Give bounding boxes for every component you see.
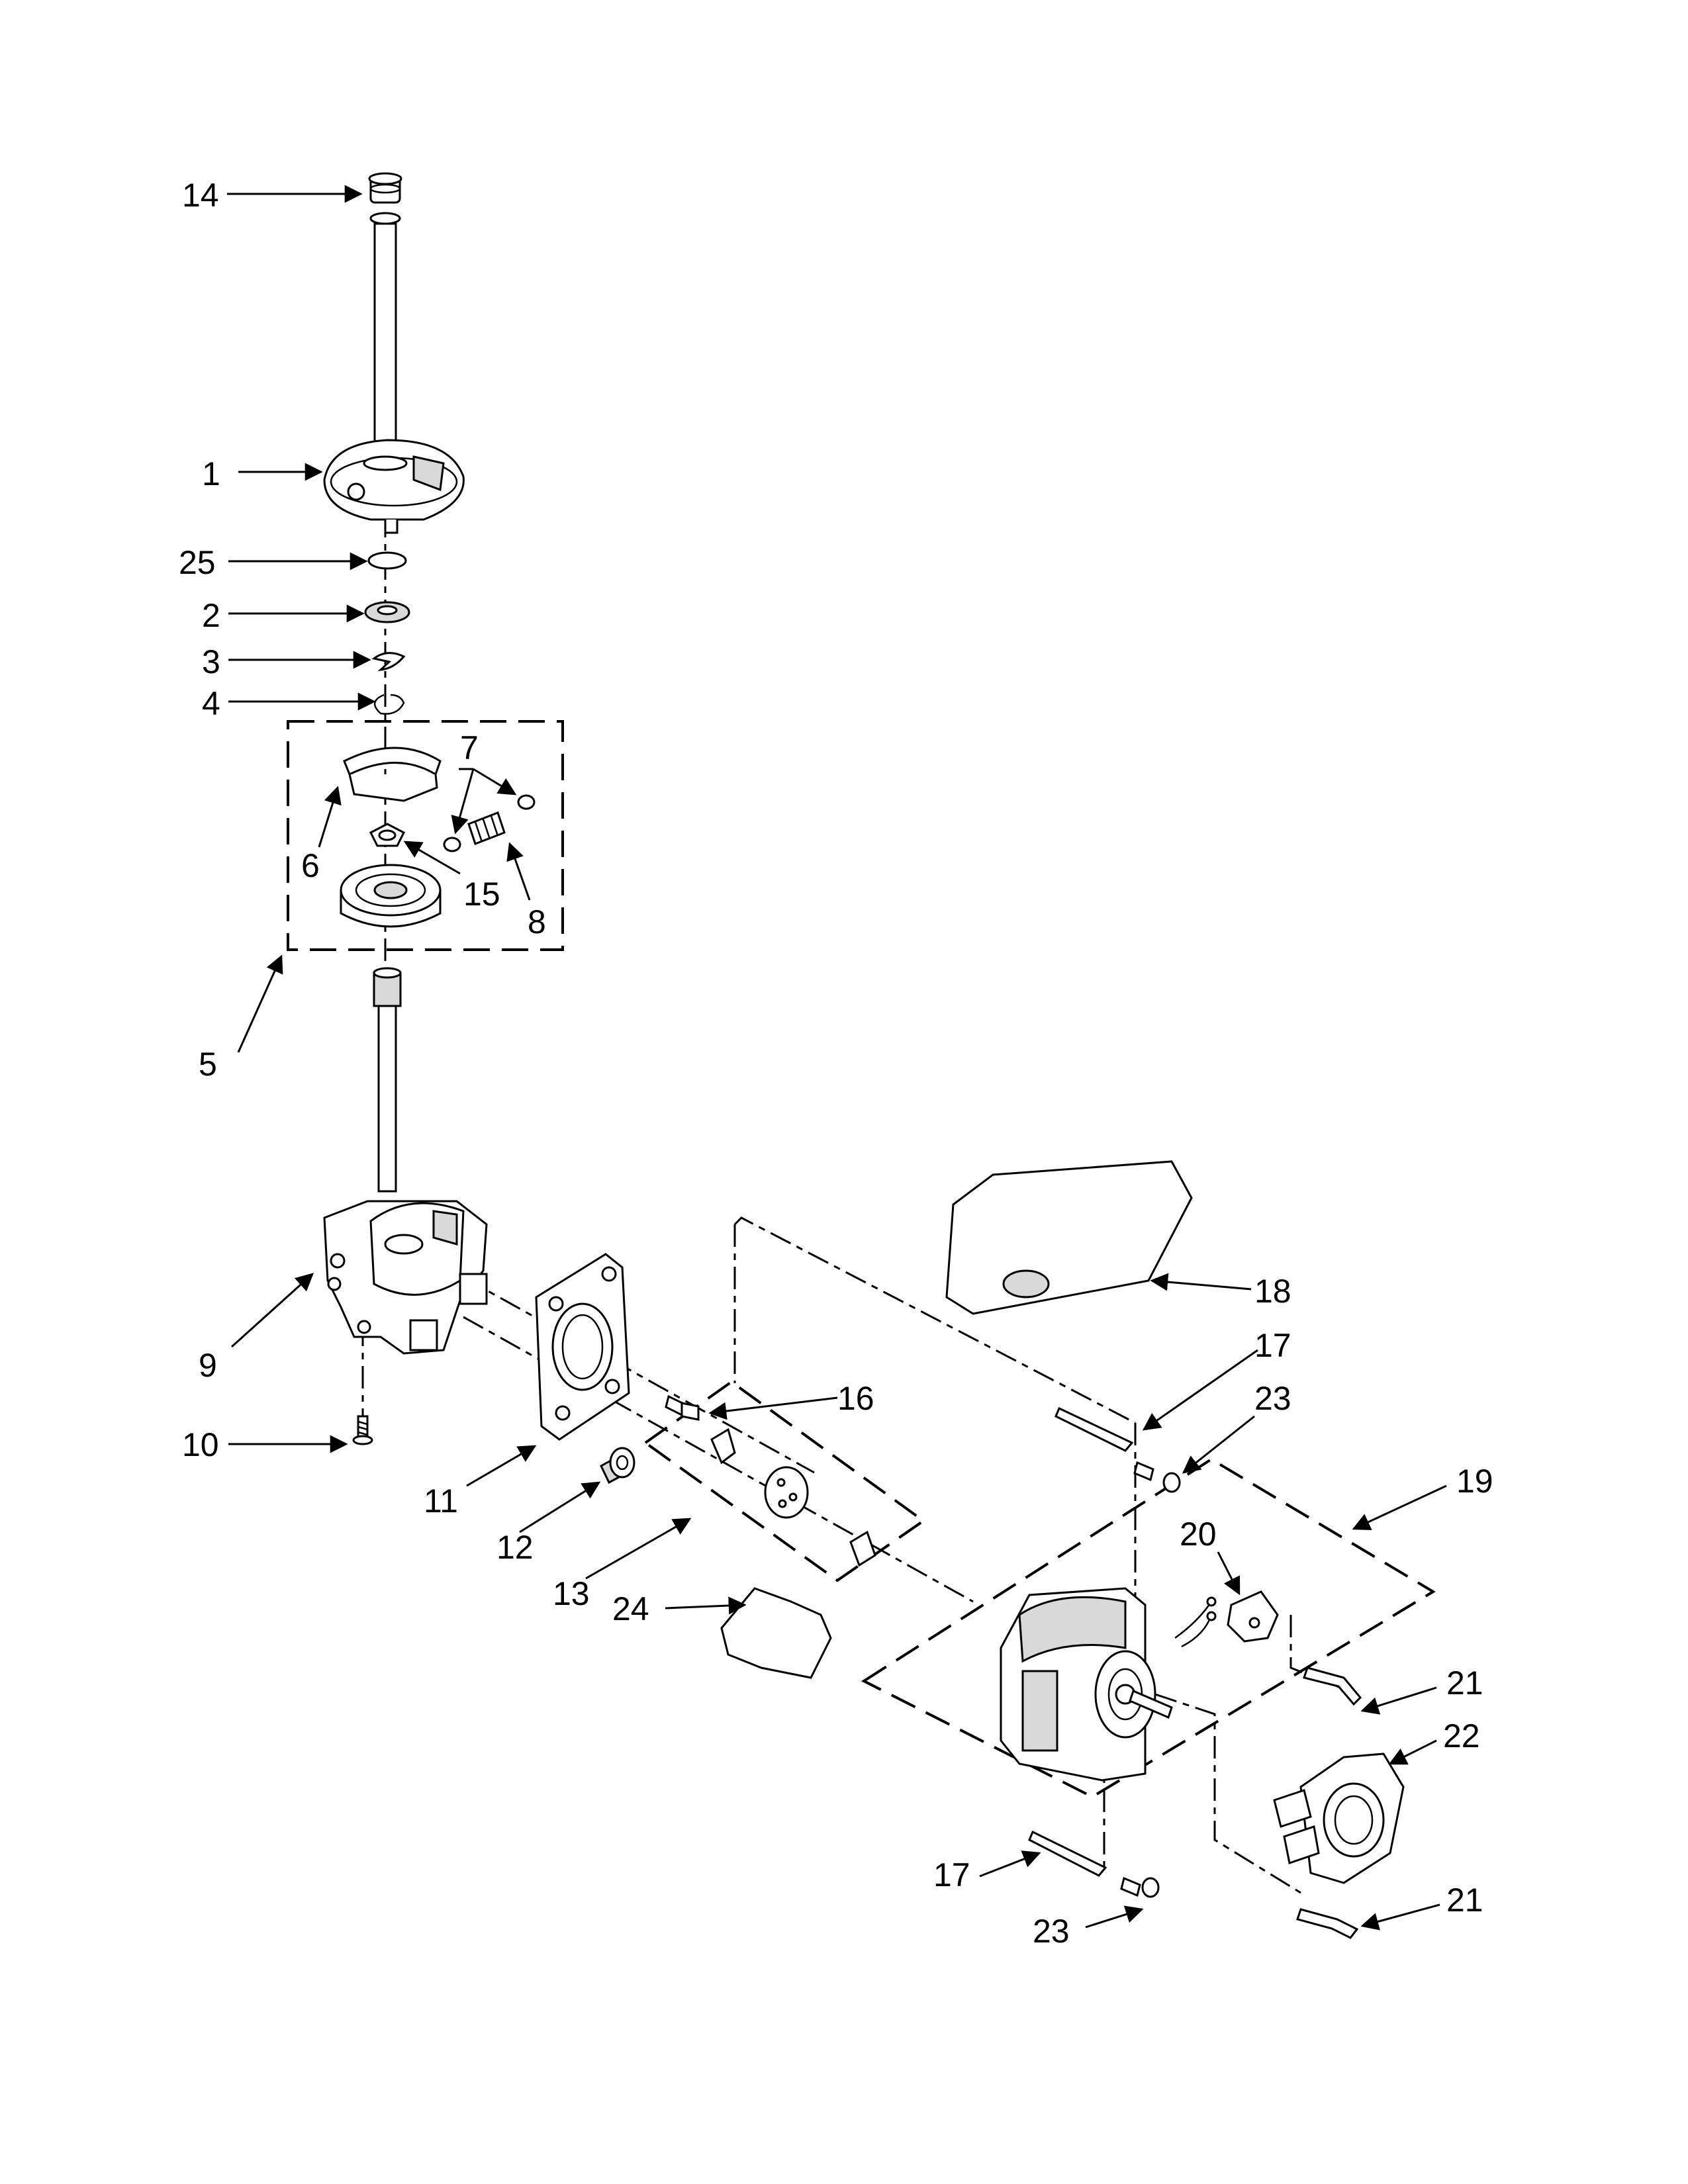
part-16-bolt bbox=[665, 1394, 700, 1421]
label-part-15: 15 bbox=[463, 876, 500, 913]
alignment-line-d bbox=[733, 1216, 1136, 1424]
label-part-13: 13 bbox=[553, 1575, 590, 1612]
part-24-gasket bbox=[720, 1587, 832, 1679]
label-part-17-lower: 17 bbox=[933, 1856, 970, 1893]
part-13-coupler bbox=[710, 1428, 876, 1567]
part-10-screw bbox=[352, 1415, 373, 1445]
part-9-gearcase bbox=[323, 1200, 488, 1355]
label-part-12: 12 bbox=[496, 1529, 534, 1566]
part-labels: 14 1 25 2 3 4 7 6 15 8 5 9 10 11 12 13 2… bbox=[179, 177, 1493, 1950]
part-6-brake-band bbox=[343, 747, 442, 802]
label-part-11: 11 bbox=[424, 1482, 458, 1520]
label-part-21-upper: 21 bbox=[1446, 1664, 1483, 1702]
label-part-10: 10 bbox=[182, 1426, 219, 1463]
part-12-bushing bbox=[600, 1447, 635, 1484]
part-18-shield bbox=[945, 1160, 1193, 1315]
part-19-motor bbox=[1000, 1587, 1173, 1782]
part-14-cap bbox=[368, 172, 402, 225]
label-part-23-lower: 23 bbox=[1033, 1913, 1070, 1950]
label-part-9: 9 bbox=[199, 1347, 217, 1384]
alignment-line-g bbox=[1154, 1693, 1301, 1894]
part-5-brake-pulley bbox=[340, 864, 442, 928]
part-25-o-ring bbox=[367, 551, 407, 570]
part-11-mounting-plate bbox=[535, 1253, 630, 1441]
alignment-line-a bbox=[463, 1276, 815, 1474]
part-21-clip-upper bbox=[1303, 1666, 1362, 1706]
label-part-22: 22 bbox=[1443, 1717, 1480, 1754]
label-part-23-upper: 23 bbox=[1254, 1380, 1291, 1417]
part-4-snap-ring bbox=[374, 694, 405, 715]
part-17-bracket-lower bbox=[1028, 1830, 1107, 1877]
label-part-24: 24 bbox=[612, 1590, 649, 1627]
label-part-1: 1 bbox=[202, 455, 220, 492]
part-7-washer-b bbox=[517, 794, 536, 810]
agitator-shaft bbox=[373, 967, 402, 1193]
part-22-pump bbox=[1273, 1752, 1405, 1884]
part-7-washer-a bbox=[443, 837, 461, 852]
part-3-clip bbox=[371, 652, 406, 671]
label-part-4: 4 bbox=[202, 685, 220, 722]
part-23-screw-lower bbox=[1120, 1876, 1160, 1898]
leader-lines bbox=[227, 185, 1447, 1931]
label-part-2: 2 bbox=[202, 597, 220, 634]
label-part-25: 25 bbox=[179, 544, 216, 581]
part-20-switch bbox=[1174, 1590, 1279, 1648]
label-part-6: 6 bbox=[301, 847, 320, 884]
label-part-17-upper: 17 bbox=[1254, 1327, 1291, 1364]
label-part-18: 18 bbox=[1254, 1273, 1291, 1310]
label-part-3: 3 bbox=[202, 643, 220, 680]
part-17-bracket-upper bbox=[1055, 1406, 1134, 1452]
label-part-7: 7 bbox=[460, 729, 479, 766]
label-part-16: 16 bbox=[837, 1380, 874, 1417]
part-8-spring bbox=[467, 811, 506, 845]
part-2-bearing bbox=[364, 601, 410, 623]
label-part-8: 8 bbox=[528, 903, 546, 940]
label-part-19: 19 bbox=[1456, 1463, 1493, 1500]
part-1-tube-and-housing bbox=[323, 222, 465, 534]
assembly-box-19 bbox=[861, 1457, 1436, 1799]
part-21-clip-lower bbox=[1296, 1908, 1359, 1939]
assembly-box-5 bbox=[287, 720, 564, 951]
part-23-screw-upper bbox=[1133, 1461, 1181, 1493]
label-part-5: 5 bbox=[199, 1046, 217, 1083]
label-part-20: 20 bbox=[1180, 1516, 1217, 1553]
label-part-21-lower: 21 bbox=[1446, 1882, 1483, 1919]
label-part-14: 14 bbox=[182, 177, 219, 214]
part-15-hub bbox=[369, 823, 406, 847]
